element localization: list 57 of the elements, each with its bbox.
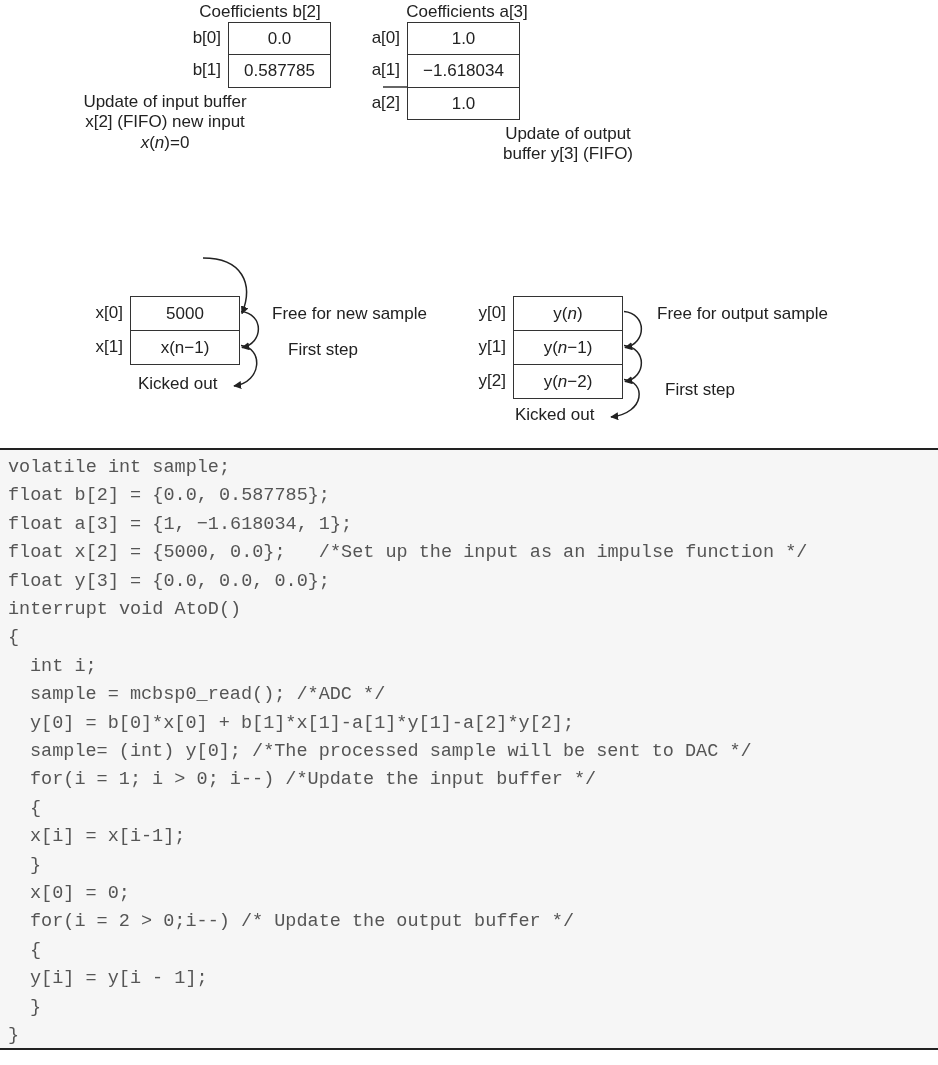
code-line: { [8,627,20,649]
table-cell: y(n−1) [513,330,623,365]
table-cell: y(n−2) [513,364,623,399]
code-line: } [8,1025,20,1046]
code-line: { [30,939,42,961]
index-label: x[0] [95,302,123,323]
code-line: sample= (int) y[0]; /*The processed sample will be sent to DAC */ [30,741,752,762]
note-text: Free for output sample [657,304,829,325]
curved-arrow [623,310,643,350]
note-text: Coefficients a[3] [406,2,528,23]
code-line: for(i = 2 > 0;i--) /* Update the output buffer */ [30,911,574,933]
code-line: float x[2] = {5000, 0.0}; /*Set up the input as an impulse function */ [8,542,808,564]
code-line: int i; [30,655,97,677]
code-line: } [30,996,42,1018]
code-line: sample = mcbsp0_read(); /*ADC */ [30,684,386,706]
index-label: b[1] [192,60,221,80]
heading-text: Update of input buffer x[2] (FIFO) new input x(n)=0 [82,92,248,154]
heading-text: Update of output buffer y[3] (FIFO) [501,124,635,165]
table-cell: −1.618034 [407,54,520,88]
code-line: float a[3] = {1, −1.618034, 1}; [8,513,353,535]
index-label: a[2] [371,92,400,113]
index-label: y[1] [478,336,506,357]
curved-arrow [623,344,643,384]
code-line: y[i] = y[i - 1]; [30,968,208,990]
code-line: float b[2] = {0.0, 0.587785}; [8,485,330,507]
index-label: x[1] [95,336,123,357]
table-cell: x(n−1) [130,330,240,365]
note-text: First step [665,380,735,401]
table-cell: y(n) [513,296,623,331]
code-line: } [30,854,42,876]
code-line: x[i] = x[i-1]; [30,826,186,848]
note-text: Coefficients b[2] [199,2,321,23]
index-label: a[0] [371,27,400,48]
code-line: x[0] = 0; [30,883,130,904]
table-cell: 1.0 [407,22,520,55]
code-line: interrupt void AtoD() [8,599,242,620]
index-label: y[0] [478,302,506,323]
index-label: b[0] [192,27,221,48]
curved-arrow [610,378,640,420]
code-line: volatile int sample; [8,457,231,478]
curved-arrow [202,257,249,315]
table-cell: 0.0 [228,22,331,55]
code-line: y[0] = b[0]*x[0] + b[1]*x[1]-a[1]*y[1]-a[2]*y[2]; [30,712,574,734]
curved-arrow [233,344,258,389]
code-line: for(i = 1; i > 0; i--) /*Update the input buffer */ [30,769,597,791]
table-cell: 1.0 [407,87,520,120]
index-label: y[2] [478,370,506,391]
note-text: Free for new sample [272,304,427,325]
note-text: First step [288,340,358,361]
table-cell: 5000 [130,296,240,331]
curved-arrow [240,310,260,350]
note-text: Kicked out [515,405,595,426]
table-cell: 0.587785 [228,54,331,88]
note-text: Kicked out [138,374,218,395]
index-label: a[1] [371,60,400,80]
code-line: float y[3] = {0.0, 0.0, 0.0}; [8,570,330,592]
code-line: { [30,797,42,819]
